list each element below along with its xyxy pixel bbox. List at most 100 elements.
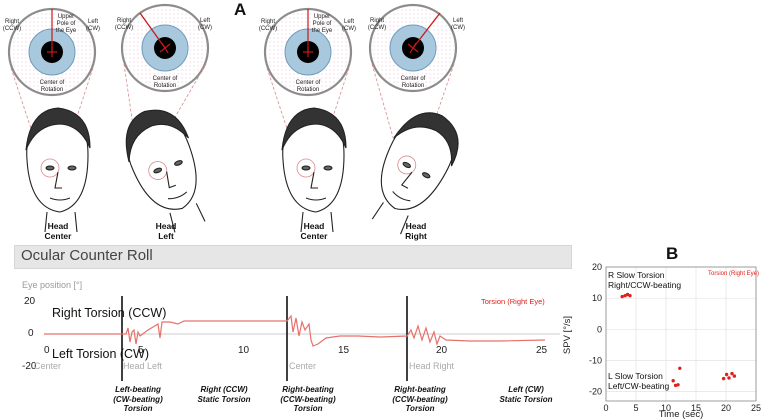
head2-caption-line1: Head <box>155 221 177 231</box>
scatter-point <box>628 293 632 298</box>
ocr-title: Ocular Counter Roll <box>21 247 153 264</box>
desc-right-static: Right (CCW) Static Torsion <box>182 385 266 404</box>
desc3-line3: Torsion <box>293 404 323 413</box>
ocr-ytick-20: 20 <box>24 296 36 307</box>
ocr-ytick-0: 0 <box>28 328 34 339</box>
eye4-center-label: Center of Rotation <box>400 76 426 89</box>
head1-caption-line2: Center <box>44 231 72 241</box>
eye2-center-label: Center of Rotation <box>152 76 178 89</box>
scatter-ylabel: SPV [°/s] <box>562 316 573 354</box>
eye-diagram-2 <box>120 3 210 93</box>
annotation-top-line2: Right/CCW-beating <box>608 280 682 290</box>
ocr-trace-chart <box>44 296 560 381</box>
head1-caption-line1: Head <box>47 221 69 231</box>
ocr-xtick-25: 25 <box>536 345 548 356</box>
head2-caption-line2: Left <box>158 231 174 241</box>
head3-caption-line2: Center <box>300 231 328 241</box>
desc-left-beating: Left-beating (CW-beating) Torsion <box>96 385 180 414</box>
scatter-point <box>721 376 726 381</box>
head4-caption-line2: Right <box>405 231 427 241</box>
ocr-xtick-5: 5 <box>138 345 144 356</box>
scatter-y-tick-label: -20 <box>589 387 602 397</box>
scatter-y-tick-label: 0 <box>597 324 602 334</box>
ocr-xtick-15: 15 <box>338 345 350 356</box>
desc-left-static: Left (CW) Static Torsion <box>484 385 568 404</box>
ocr-xtick-0: 0 <box>44 345 50 356</box>
right-torsion-label: Right Torsion (CCW) <box>52 306 167 320</box>
eye-diagram-3 <box>263 7 353 97</box>
left-torsion-label: Left Torsion (CW) <box>52 347 150 361</box>
scatter-point <box>732 374 737 378</box>
head4-caption: Head Right <box>386 221 446 241</box>
desc2-line2: Static Torsion <box>197 394 251 404</box>
head-center-1 <box>25 107 91 233</box>
scatter-annotation-top: R Slow Torsion Right/CCW-beating <box>608 270 681 290</box>
scatter-point <box>727 376 731 380</box>
eye4-left-label: Left (CW) <box>451 18 465 31</box>
eye3-left-label: Left (CW) <box>342 19 356 32</box>
head1-caption: Head Center <box>28 221 88 241</box>
desc2-line1: Right (CCW) <box>200 385 248 394</box>
ocr-ylabel: Eye position [°] <box>22 280 83 290</box>
head-left <box>125 109 206 233</box>
ocr-markers <box>121 296 408 381</box>
eye1-left-label: Left (CW) <box>86 19 100 32</box>
eye-diagram-1 <box>7 7 97 97</box>
eye1-pole-label: Upper Pole of the Eye <box>55 14 77 34</box>
head2-caption: Head Left <box>136 221 196 241</box>
desc1-line1: Left-beating <box>115 385 161 394</box>
annotation-top-line1: R Slow Torsion <box>608 270 665 280</box>
scatter-point <box>676 383 680 387</box>
desc3-line2: (CCW-beating) <box>280 394 336 404</box>
desc5-line1: Left (CW) <box>508 385 544 394</box>
scatter-x-tick-label: 25 <box>751 403 761 413</box>
ocr-xtick-10: 10 <box>238 345 250 356</box>
eye3-center-label: Center of Rotation <box>295 80 321 93</box>
panel-a-letter: A <box>234 0 247 19</box>
eye-diagram-4 <box>368 3 458 93</box>
desc-right-beating-2: Right-beating (CCW-beating) Torsion <box>378 385 462 414</box>
ocr-legend: Torsion (Right Eye) <box>481 297 545 306</box>
scatter-point <box>678 366 682 370</box>
scatter-x-tick-label: 15 <box>691 403 701 413</box>
scatter-legend: Torsion (Right Eye) <box>708 271 760 277</box>
condition-center-1: Center <box>34 361 62 371</box>
scatter-xlabel: Time (sec) <box>659 409 704 420</box>
scatter-x-tick-label: 10 <box>661 403 671 413</box>
scatter-frame <box>605 266 757 402</box>
head-right <box>371 112 459 235</box>
scatter-y-tick-label: -10 <box>589 355 602 365</box>
head4-caption-line1: Head <box>405 221 427 231</box>
condition-head-right: Head Right <box>409 361 455 371</box>
head-center-2 <box>281 107 347 233</box>
ocr-ytick-neg20: -20 <box>22 361 37 372</box>
panel-b-letter: B <box>666 244 679 263</box>
eye1-right-label: Right (CCW) <box>2 19 22 32</box>
eye1-center-label: Center of Rotation <box>39 80 65 93</box>
ocr-title-bar <box>14 245 572 269</box>
head3-caption: Head Center <box>284 221 344 241</box>
eye2-right-label: Right (CCW) <box>114 18 134 31</box>
scatter-x-tick-label: 0 <box>603 403 608 413</box>
head3-caption-line1: Head <box>303 221 325 231</box>
desc1-line2: (CW-beating) <box>113 394 163 404</box>
ocr-trace-line <box>44 314 546 347</box>
desc4-line3: Torsion <box>405 404 435 413</box>
scatter-point <box>620 294 624 299</box>
scatter-annotation-bottom: L Slow Torsion Left/CW-beating <box>608 371 669 391</box>
condition-head-left: Head Left <box>123 361 163 371</box>
eye3-right-label: Right (CCW) <box>258 19 278 32</box>
desc3-line1: Right-beating <box>282 385 334 394</box>
scatter-y-tick-label: 20 <box>592 262 602 272</box>
desc4-line2: (CCW-beating) <box>392 394 448 404</box>
condition-center-2: Center <box>289 361 317 371</box>
scatter-x-tick-label: 20 <box>721 403 731 413</box>
eye3-pole-label: Upper Pole of the Eye <box>311 14 333 34</box>
ocr-xtick-20: 20 <box>436 345 448 356</box>
annotation-bottom-line1: L Slow Torsion <box>608 371 663 381</box>
scatter-point <box>730 371 734 376</box>
desc-right-beating-1: Right-beating (CCW-beating) Torsion <box>266 385 350 414</box>
eye2-left-label: Left (CW) <box>198 18 212 31</box>
annotation-bottom-line2: Left/CW-beating <box>608 381 670 391</box>
